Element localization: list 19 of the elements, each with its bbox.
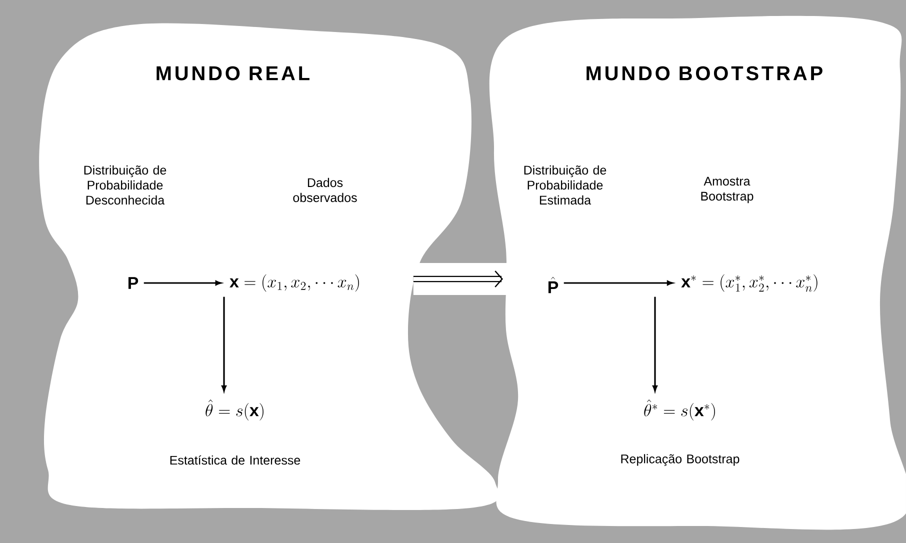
node-caption: Amostra Bootstrap xyxy=(701,176,754,204)
node-caption: Dados observados xyxy=(293,178,357,202)
node-caption: Estatística de Interesse xyxy=(170,455,300,465)
formula: $\hat{\theta}^* = s(\mathbf{x}^*)$ xyxy=(644,400,715,420)
formula: $\mathbf{x}^* = (x_1^*, x_2^*, \cdots x_n^*)$ xyxy=(681,274,818,292)
double-arrow xyxy=(413,263,508,295)
node-caption: Distribuição de Probabilidade Estimada xyxy=(524,165,606,205)
formula: $\hat{\theta} = s(\mathbf{x})$ xyxy=(206,400,264,420)
node-caption: Replicação Bootstrap xyxy=(621,454,740,466)
node-caption: Distribuição de Probabilidade Desconhecida xyxy=(84,165,166,205)
arrow xyxy=(222,296,226,392)
arrow xyxy=(144,280,222,286)
heading: MUNDO BOOTSTRAP xyxy=(586,66,822,80)
heading: MUNDO REAL xyxy=(156,66,310,80)
formula: $\mathbf{x} = (x_1, x_2, \cdots x_n)$ xyxy=(230,274,359,292)
formula: $\hat{\mathbf{P}}$ xyxy=(548,276,558,294)
formula: $\mathbf{P}$ xyxy=(128,277,138,289)
arrow xyxy=(564,280,674,286)
arrow xyxy=(652,296,658,392)
